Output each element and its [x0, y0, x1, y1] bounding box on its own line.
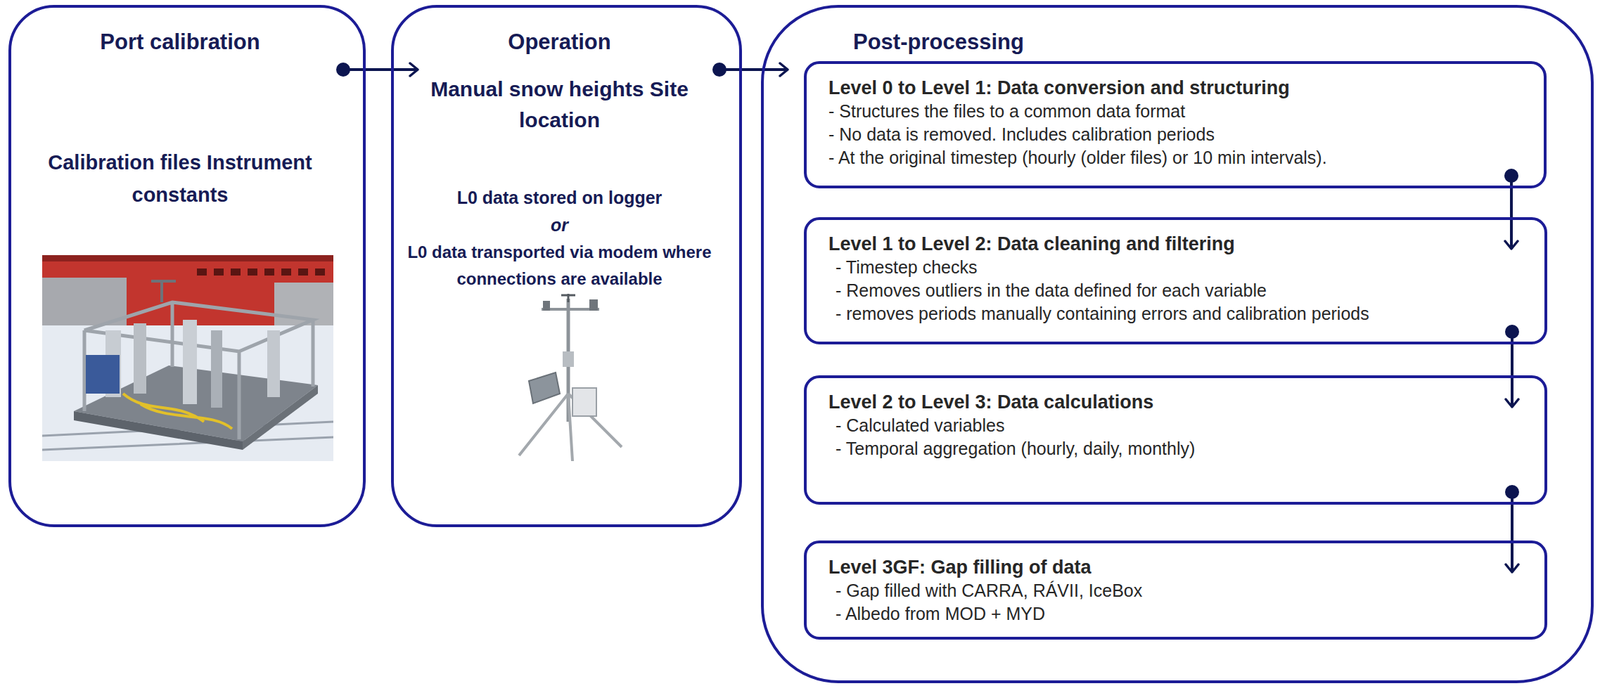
roof-edge — [42, 255, 334, 262]
bullet-item: - No data is removed. Includes calibrati… — [828, 123, 1530, 147]
radiation-shield — [562, 351, 574, 368]
garage-door — [42, 277, 127, 326]
window — [213, 268, 224, 276]
flow-arrow — [719, 68, 788, 72]
panel-text: Calibration files Instrument constants — [42, 146, 318, 211]
sensor — [589, 299, 598, 311]
bullet-item: - Temporal aggregation (hourly, daily, m… — [835, 437, 1531, 461]
bullet-item: - Structures the files to a common data … — [828, 99, 1530, 124]
panel-text: L0 data stored on logger — [393, 184, 726, 211]
level-box: Level 0 to Level 1: Data conversion and … — [803, 61, 1547, 189]
level-box: Level 2 to Level 3: Data calculations- C… — [803, 375, 1548, 505]
window — [247, 268, 258, 276]
level-box: Level 1 to Level 2: Data cleaning and fi… — [803, 217, 1548, 345]
panel-text: L0 data transported via modem where conn… — [395, 239, 725, 293]
sensor-cylinder — [182, 320, 197, 405]
sensor-cylinder — [210, 330, 223, 408]
logger-enclosure — [572, 388, 597, 417]
frame-side — [73, 411, 243, 451]
bullet-item: - Calculated variables — [835, 414, 1531, 438]
frame-side — [242, 385, 318, 451]
wind-vane — [561, 293, 576, 303]
sensor — [542, 301, 550, 311]
stage-panel: Post-processingLevel 0 to Level 1: Data … — [760, 4, 1594, 684]
panel-title: Operation — [393, 28, 726, 55]
window — [230, 268, 241, 276]
panel-title: Port calibration — [11, 28, 349, 55]
stage-panel: Port calibrationCalibration files Instru… — [8, 4, 366, 528]
solar-panel — [528, 372, 560, 404]
window — [196, 268, 207, 276]
level-box: Level 3GF: Gap filling of data- Gap fill… — [803, 540, 1548, 640]
flow-arrow — [343, 68, 418, 72]
window — [298, 268, 309, 276]
bullet-item: - At the original timestep (hourly (olde… — [828, 146, 1530, 170]
bullet-item: - Albedo from MOD + MYD — [835, 602, 1531, 626]
panel-text: Manual snow heights Site location — [415, 73, 704, 136]
bullet-item: - Gap filled with CARRA, RÁVII, IceBox — [835, 579, 1531, 603]
panel-text: or — [393, 211, 726, 239]
station-photo — [42, 255, 334, 462]
stage-panel: OperationManual snow heights Site locati… — [391, 4, 742, 528]
level-heading: Level 0 to Level 1: Data conversion and … — [828, 76, 1530, 100]
cables — [123, 393, 233, 430]
panel-title: Post-processing — [853, 28, 1577, 55]
bullet-item: - Removes outliers in the data defined f… — [835, 279, 1531, 303]
sensor-cylinder — [133, 323, 147, 394]
bullet-item: - removes periods manually containing er… — [835, 302, 1531, 326]
window — [315, 268, 325, 276]
tripod-legs — [519, 393, 622, 462]
sensor-cylinder — [267, 330, 280, 398]
window — [281, 268, 292, 276]
red-building — [42, 255, 334, 326]
level-heading: Level 2 to Level 3: Data calculations — [828, 391, 1531, 415]
bullet-item: - Timestep checks — [835, 256, 1531, 280]
frame-posts — [84, 302, 313, 440]
snow-ground — [42, 255, 334, 462]
weather-station-icon — [519, 293, 622, 462]
wind-sensor — [151, 281, 176, 303]
level-heading: Level 1 to Level 2: Data cleaning and fi… — [828, 232, 1531, 256]
logger-box — [85, 355, 120, 394]
window — [264, 268, 275, 276]
level-heading: Level 3GF: Gap filling of data — [828, 556, 1531, 580]
